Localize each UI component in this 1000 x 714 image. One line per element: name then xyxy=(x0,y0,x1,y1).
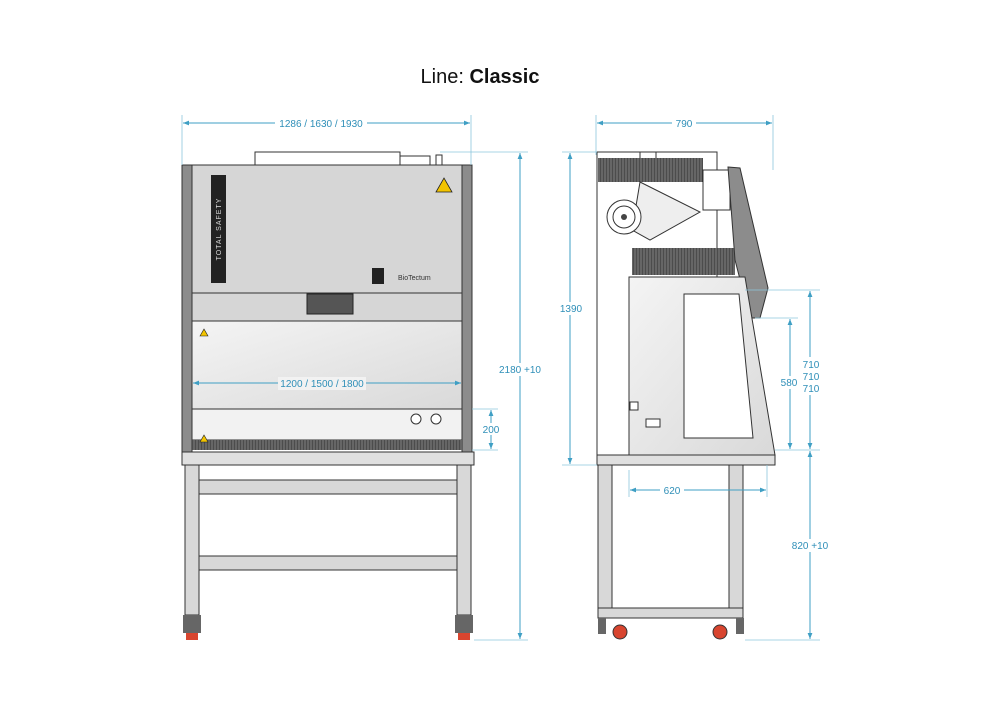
overall-width-dim: 1286 / 1630 / 1930 xyxy=(279,119,363,130)
brand-name: BioTectum xyxy=(398,275,431,282)
body-height-dim: 1390 xyxy=(560,304,583,315)
left-post xyxy=(181,164,193,453)
exhaust-filter xyxy=(598,158,703,182)
warning-icon xyxy=(199,328,209,443)
side-dimensions: 790 1390 620 580 710 710 710 820 +10 xyxy=(558,115,832,641)
total-safety-label-panel xyxy=(211,175,226,283)
top-panel xyxy=(181,164,473,294)
side-window xyxy=(683,293,754,439)
caster xyxy=(183,615,201,633)
caster-wheel xyxy=(612,624,628,640)
front-height-dim: 710 xyxy=(803,384,820,395)
caster-wheel xyxy=(712,624,728,640)
front-height-dim: 710 xyxy=(803,372,820,383)
drawing-title: Line: Classic xyxy=(0,66,960,89)
tap-icon xyxy=(629,401,639,411)
inner-width-dim: 1200 / 1500 / 1800 xyxy=(280,379,364,390)
work-opening xyxy=(191,408,463,441)
front-height-dim: 710 xyxy=(803,360,820,371)
sash-window xyxy=(191,320,463,410)
front-view: TOTAL SAFETY BioTectum xyxy=(181,151,475,640)
depth-dim: 790 xyxy=(676,119,693,130)
stand-base xyxy=(597,607,744,619)
work-surface xyxy=(181,451,475,466)
downflow-filter xyxy=(632,248,735,275)
stand-crossbar xyxy=(198,479,458,495)
stand-leg xyxy=(184,464,200,616)
control-display xyxy=(306,293,354,315)
right-post xyxy=(461,164,473,453)
front-grille xyxy=(192,440,462,450)
title-prefix: Line: xyxy=(420,66,464,88)
title-line-name: Classic xyxy=(469,66,540,88)
work-depth-dim: 620 xyxy=(664,486,681,497)
biohazard-icon xyxy=(435,177,453,193)
stand-leg xyxy=(456,464,472,616)
brand-logo-icon xyxy=(372,268,384,284)
valve-icon xyxy=(430,413,442,425)
sash-opening-dim: 580 xyxy=(781,378,798,389)
side-view xyxy=(596,151,776,640)
blower-housing xyxy=(254,151,401,167)
stand-height-dim: 820 +10 xyxy=(792,541,829,552)
stand-crossbar xyxy=(198,555,458,571)
stand-leg xyxy=(728,464,744,616)
overall-height-dim: 2180 +10 xyxy=(499,365,541,376)
front-dimensions: 1286 / 1630 / 1930 1200 / 1500 / 1800 20… xyxy=(181,115,544,641)
stand-leg xyxy=(597,464,613,616)
opening-height-dim: 200 xyxy=(483,425,500,436)
caster xyxy=(455,615,473,633)
total-safety-label: TOTAL SAFETY xyxy=(216,198,223,261)
valve-icon xyxy=(410,413,422,425)
